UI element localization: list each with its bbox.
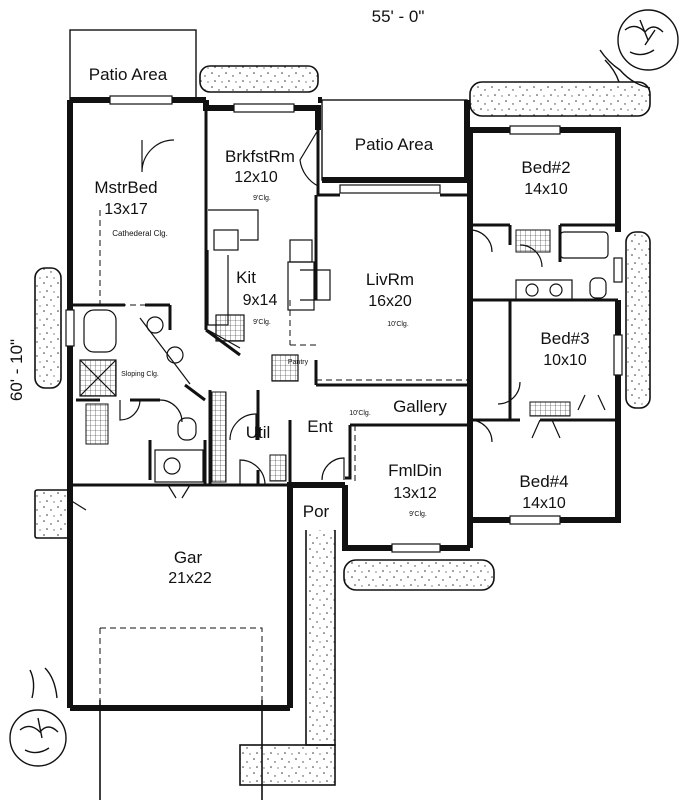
svg-text:14x10: 14x10	[522, 495, 566, 512]
windows	[65, 95, 623, 553]
svg-text:Patio Area: Patio Area	[355, 135, 434, 154]
svg-text:Gar: Gar	[174, 548, 203, 567]
svg-text:14x10: 14x10	[524, 181, 568, 198]
closet-shelving	[85, 229, 571, 483]
svg-text:MstrBed: MstrBed	[94, 178, 157, 197]
svg-text:9'Clg.: 9'Clg.	[409, 511, 427, 518]
svg-text:12x10: 12x10	[234, 169, 278, 186]
driveway	[99, 530, 336, 800]
label-breakfast: BrkfstRm 12x10 9'Clg.	[225, 147, 295, 202]
label-bed2: Bed#2 14x10	[521, 158, 570, 198]
svg-text:Bed#2: Bed#2	[521, 158, 570, 177]
label-master-bed: MstrBed 13x17 Cathederal Clg.	[94, 178, 167, 238]
exterior-walls	[67, 97, 621, 711]
door-swings	[69, 129, 606, 511]
svg-text:FmlDin: FmlDin	[388, 461, 442, 480]
svg-text:10'Clg.: 10'Clg.	[387, 321, 409, 328]
label-family-dining: FmlDin 13x12 9'Clg.	[388, 461, 442, 518]
svg-text:Gallery: Gallery	[393, 397, 447, 416]
label-living: LivRm 16x20 10'Clg.	[366, 270, 414, 328]
label-utility: Util	[246, 423, 271, 442]
svg-text:Ent: Ent	[307, 417, 333, 436]
label-entry: Ent	[307, 417, 333, 436]
svg-text:10'Clg.: 10'Clg.	[349, 410, 371, 417]
svg-text:13x17: 13x17	[104, 201, 148, 218]
svg-text:Cathederal Clg.: Cathederal Clg.	[112, 229, 168, 238]
label-patio-center: Patio Area	[355, 135, 434, 154]
svg-text:Bed#3: Bed#3	[540, 329, 589, 348]
label-garage: Gar 21x22	[168, 548, 212, 587]
svg-text:BrkfstRm: BrkfstRm	[225, 147, 295, 166]
label-gallery: Gallery 10'Clg.	[349, 397, 447, 417]
label-pantry: Pantry	[288, 359, 309, 366]
depth-dimension: 60' - 10"	[7, 339, 26, 401]
svg-text:16x20: 16x20	[368, 293, 412, 310]
label-bed3: Bed#3 10x10	[540, 329, 589, 369]
svg-text:Patio Area: Patio Area	[89, 65, 168, 84]
label-sloping: Sloping Clg.	[121, 371, 159, 378]
svg-text:13x12: 13x12	[393, 485, 437, 502]
svg-text:9x14: 9x14	[243, 292, 278, 309]
svg-text:21x22: 21x22	[168, 570, 212, 587]
svg-text:Por: Por	[303, 502, 330, 521]
tree-top-right	[599, 9, 679, 89]
width-dimension: 55' - 0"	[372, 7, 425, 26]
kitchen-counters	[207, 209, 331, 382]
svg-text:Kit: Kit	[236, 268, 256, 287]
svg-text:9'Clg.: 9'Clg.	[253, 319, 271, 326]
dashed-boundaries	[99, 210, 470, 700]
svg-text:Sloping Clg.: Sloping Clg.	[121, 371, 159, 378]
svg-text:Util: Util	[246, 423, 271, 442]
patio-center	[321, 99, 468, 181]
svg-text:10x10: 10x10	[543, 352, 587, 369]
svg-text:Bed#4: Bed#4	[519, 472, 568, 491]
svg-text:9'Clg.: 9'Clg.	[253, 195, 271, 202]
svg-text:LivRm: LivRm	[366, 270, 414, 289]
patio-left	[69, 29, 197, 101]
label-bed4: Bed#4 14x10	[519, 472, 568, 512]
label-patio-left: Patio Area	[89, 65, 168, 84]
label-kitchen: Kit 9x14 9'Clg.	[236, 268, 277, 326]
svg-text:Pantry: Pantry	[288, 359, 309, 366]
tree-bottom-left	[9, 667, 67, 767]
landscape-planters	[34, 65, 651, 591]
label-porch: Por	[303, 502, 330, 521]
bath-fixtures	[79, 231, 609, 483]
